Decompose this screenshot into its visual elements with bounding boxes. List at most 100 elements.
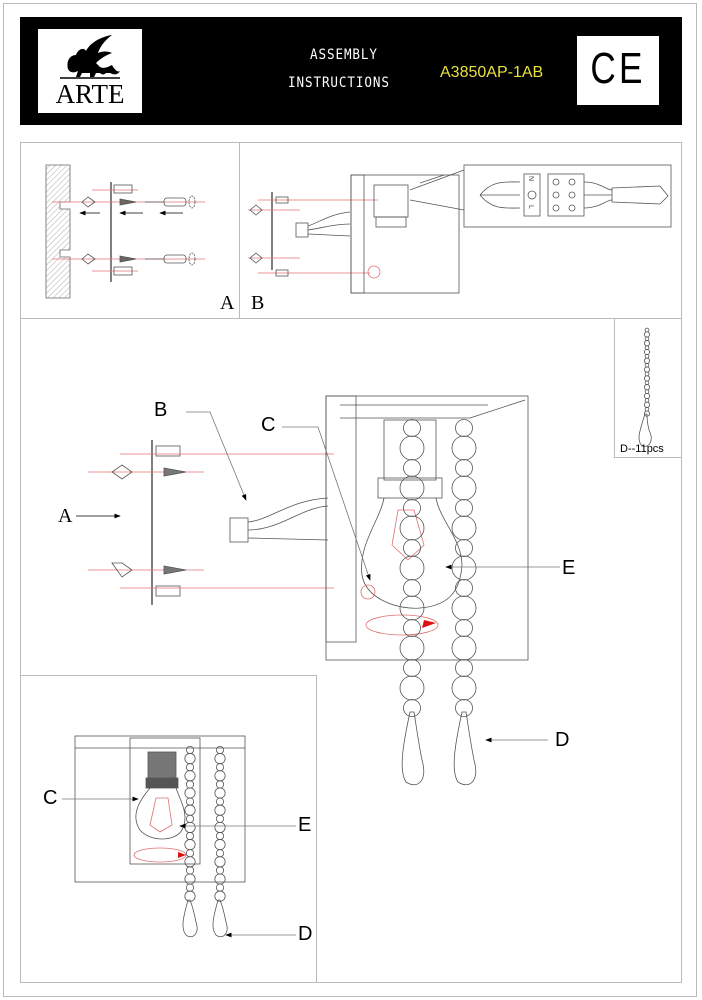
crystal-bead	[184, 839, 196, 851]
crystal-bead	[451, 555, 477, 581]
crystal-bead	[643, 357, 651, 364]
crystal-bead	[185, 866, 195, 875]
crystal-bead	[455, 579, 473, 597]
crystal-bead	[644, 354, 650, 359]
terminal-l-label: L	[527, 205, 534, 209]
crystal-bead	[215, 797, 225, 806]
crystal-bead	[185, 780, 195, 789]
crystal-bead	[185, 797, 195, 806]
crystal-bead	[644, 389, 650, 394]
crystal-bead	[643, 384, 651, 391]
crystal-bead	[451, 475, 477, 501]
crystal-bead	[643, 375, 651, 382]
step-a-label: A	[220, 292, 235, 314]
crystal-bead	[451, 515, 477, 541]
crystal-bead	[399, 475, 425, 501]
crystal-bead	[455, 459, 473, 477]
crystal-bead	[644, 380, 650, 386]
crystal-bead	[455, 499, 473, 517]
crystal-bead	[214, 804, 226, 816]
crystal-bead	[403, 499, 421, 517]
crystal-bead	[184, 770, 196, 782]
winged-lion-icon	[60, 35, 120, 79]
crystal-bead	[184, 821, 196, 833]
part-d-caption: D--11pcs	[620, 443, 664, 455]
crystal-bead	[185, 849, 195, 858]
crystal-bead	[215, 831, 225, 841]
callout-c: C	[261, 414, 276, 436]
brand-logo: ARTE	[38, 29, 142, 113]
crystal-bead	[643, 348, 651, 356]
crystal-bead	[644, 398, 650, 403]
final-diagram-drawing	[62, 735, 296, 938]
crystal-bead	[403, 459, 421, 477]
part-d-drawing	[638, 327, 652, 447]
crystal-bead	[185, 763, 195, 772]
crystal-bead	[455, 619, 473, 637]
crystal-bead	[215, 866, 225, 875]
crystal-bead	[643, 340, 651, 347]
crystal-bead	[644, 345, 650, 350]
page-border	[3, 3, 697, 997]
crystal-bead	[215, 780, 225, 789]
crystal-bead	[185, 883, 195, 892]
model-number: A3850AP-1AB	[440, 64, 544, 81]
crystal-bead	[215, 745, 225, 755]
crystal-bead	[215, 883, 225, 892]
crystal-bead	[185, 831, 195, 841]
part-d-box	[614, 318, 682, 458]
crystal-bead	[399, 635, 425, 661]
crystal-bead	[403, 619, 421, 637]
final-callout-d: D	[298, 923, 313, 945]
brand-name: ARTE	[55, 79, 125, 109]
crystal-bead	[644, 336, 650, 342]
crystal-bead	[455, 699, 473, 717]
crystal-bead	[215, 849, 225, 858]
crystal-bead	[214, 856, 226, 868]
crystal-bead	[184, 873, 196, 885]
crystal-bead	[214, 787, 226, 799]
crystal-bead	[643, 331, 651, 338]
crystal-bead	[643, 401, 651, 408]
crystal-bead	[214, 753, 226, 765]
ce-text: CE	[590, 44, 646, 93]
divider-ab	[239, 142, 240, 318]
crystal-bead	[451, 635, 477, 661]
callout-a: A	[58, 505, 73, 527]
crystal-bead	[403, 419, 421, 437]
crystal-bead	[451, 675, 477, 701]
crystal-bead	[184, 787, 196, 799]
crystal-bead	[644, 362, 650, 368]
crystal-bead	[185, 814, 195, 823]
crystal-bead	[455, 659, 473, 677]
step-a-drawing	[45, 164, 205, 299]
callout-b: B	[154, 399, 168, 421]
main-diagram-drawing	[76, 395, 560, 786]
crystal-bead	[399, 555, 425, 581]
crystal-bead	[214, 770, 226, 782]
crystal-bead	[184, 856, 196, 868]
crystal-bead	[185, 745, 195, 755]
divider-final-right	[316, 675, 317, 982]
crystal-bead	[403, 659, 421, 677]
crystal-bead	[644, 406, 650, 412]
content-frame	[20, 142, 682, 983]
crystal-bead	[184, 890, 196, 902]
crystal-bead	[455, 539, 473, 557]
divider-top	[20, 318, 682, 319]
crystal-bead	[399, 675, 425, 701]
step-b-drawing: N L	[248, 164, 672, 294]
crystal-bead	[403, 699, 421, 717]
crystal-bead	[184, 804, 196, 816]
crystal-bead	[214, 890, 226, 902]
crystal-bead	[403, 579, 421, 597]
crystal-bead	[451, 595, 477, 621]
crystal-bead	[214, 873, 226, 885]
crystal-bead	[643, 392, 651, 400]
crystal-bead	[215, 763, 225, 772]
crystal-bead	[403, 539, 421, 557]
crystal-bead	[643, 366, 651, 373]
crystal-bead	[644, 371, 650, 377]
final-callout-e: E	[298, 814, 312, 836]
